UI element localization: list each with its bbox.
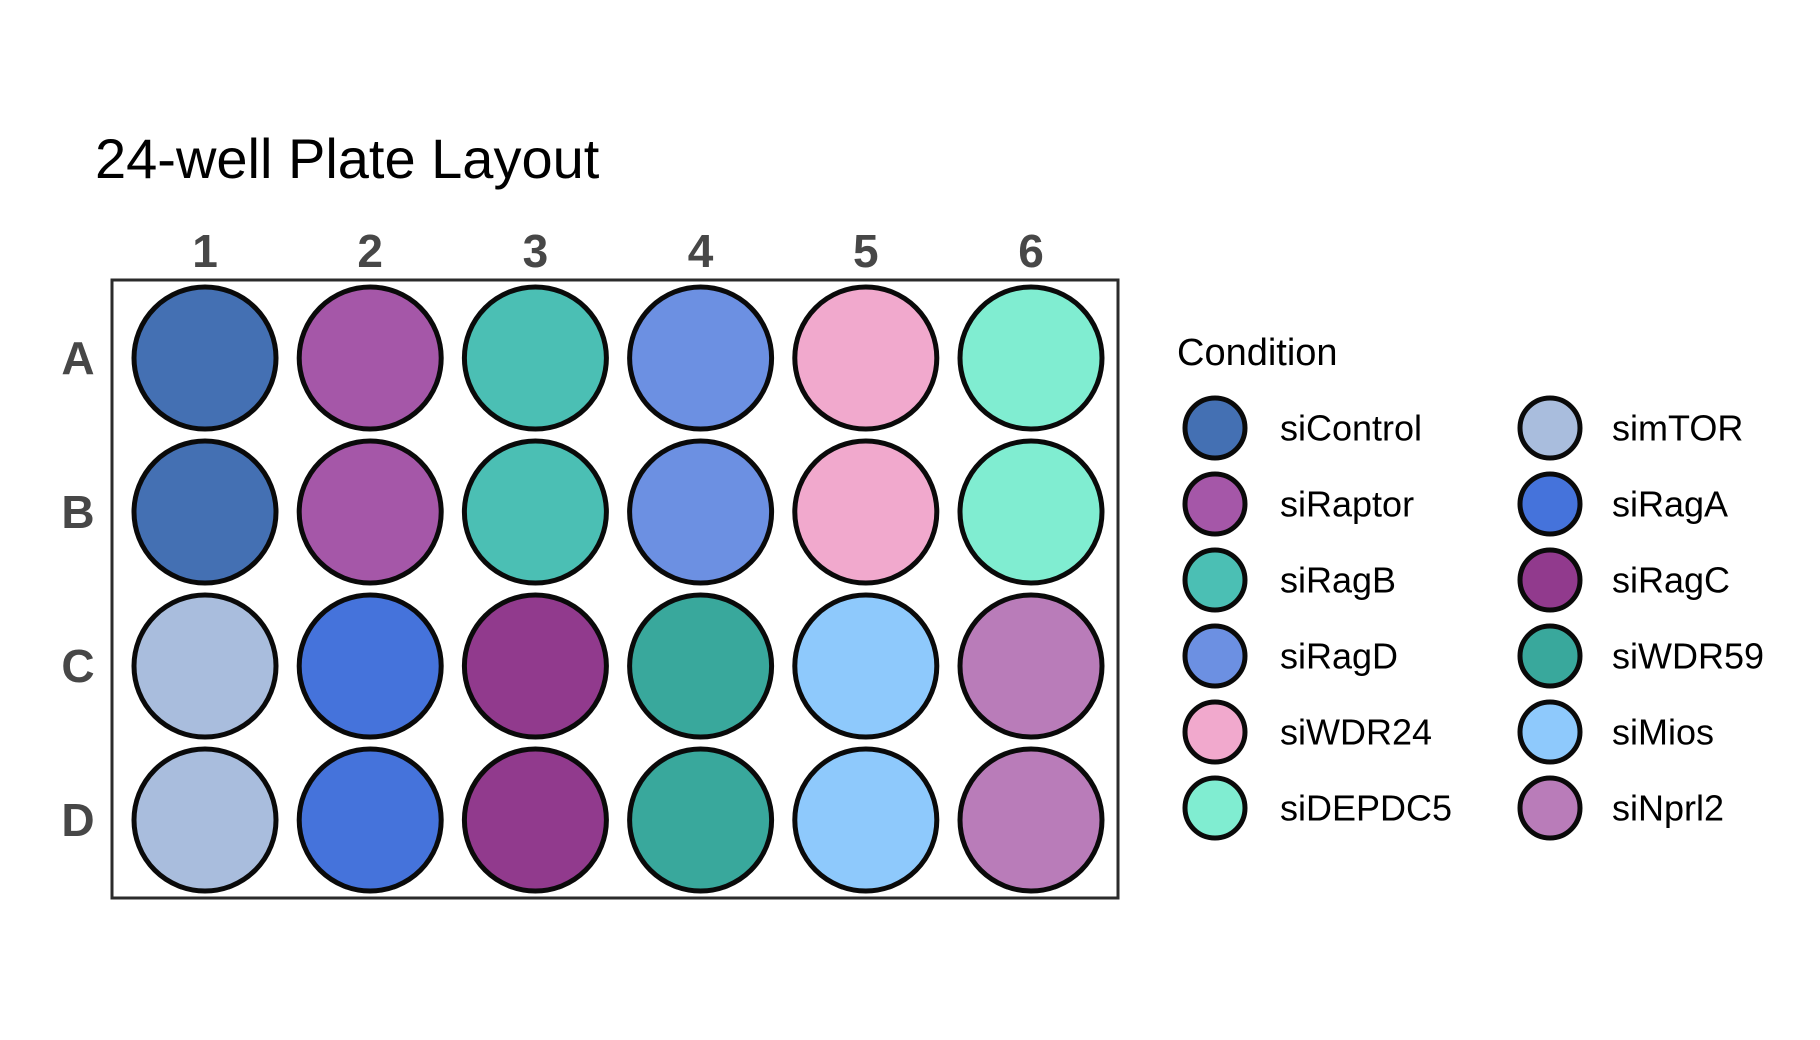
legend-label-siRagB: siRagB	[1280, 560, 1396, 601]
well-A5-siWDR24	[792, 284, 940, 432]
row-label-D: D	[61, 794, 94, 846]
legend-label-siRagD: siRagD	[1280, 636, 1398, 677]
well-D1-simTOR	[131, 746, 279, 894]
row-label-B: B	[61, 486, 94, 538]
chart-title: 24-well Plate Layout	[95, 127, 600, 190]
well-C3-siRagC	[461, 592, 609, 740]
legend-label-siWDR59: siWDR59	[1612, 636, 1764, 677]
well-A2-siRaptor	[296, 284, 444, 432]
legend-label-siDEPDC5: siDEPDC5	[1280, 788, 1452, 829]
well-D2-siRagA	[296, 746, 444, 894]
plate-border	[110, 278, 1120, 900]
column-label-5: 5	[853, 225, 879, 277]
legend-swatch-siRaptor	[1182, 471, 1248, 537]
well-B1-siControl	[131, 438, 279, 586]
well-D5-siMios	[792, 746, 940, 894]
legend-swatch-siMios	[1517, 699, 1583, 765]
legend-swatch-siControl	[1182, 395, 1248, 461]
well-B3-siRagB	[461, 438, 609, 586]
legend-label-simTOR: simTOR	[1612, 408, 1743, 449]
legend-swatch-siRagD	[1182, 623, 1248, 689]
legend: Condition siControlsiRaptorsiRagBsiRagDs…	[1177, 332, 1764, 841]
legend-label-siRagA: siRagA	[1612, 484, 1728, 525]
wells-grid	[131, 284, 1105, 894]
well-B5-siWDR24	[792, 438, 940, 586]
column-label-6: 6	[1018, 225, 1044, 277]
column-label-2: 2	[357, 225, 383, 277]
legend-swatch-simTOR	[1517, 395, 1583, 461]
well-C5-siMios	[792, 592, 940, 740]
column-label-1: 1	[192, 225, 218, 277]
well-A3-siRagB	[461, 284, 609, 432]
well-B4-siRagD	[627, 438, 775, 586]
legend-label-siRaptor: siRaptor	[1280, 484, 1414, 525]
column-labels: 1 2 3 4 5 6	[192, 225, 1044, 277]
well-A4-siRagD	[627, 284, 775, 432]
well-C4-siWDR59	[627, 592, 775, 740]
legend-swatch-siRagC	[1517, 547, 1583, 613]
legend-label-siRagC: siRagC	[1612, 560, 1730, 601]
legend-swatch-siRagB	[1182, 547, 1248, 613]
column-label-3: 3	[523, 225, 549, 277]
legend-label-siWDR24: siWDR24	[1280, 712, 1432, 753]
legend-label-siMios: siMios	[1612, 712, 1714, 753]
legend-swatch-siNprl2	[1517, 775, 1583, 841]
well-A6-siDEPDC5	[957, 284, 1105, 432]
well-A1-siControl	[131, 284, 279, 432]
well-D6-siNprl2	[957, 746, 1105, 894]
legend-swatch-siRagA	[1517, 471, 1583, 537]
well-B6-siDEPDC5	[957, 438, 1105, 586]
well-C1-simTOR	[131, 592, 279, 740]
well-B2-siRaptor	[296, 438, 444, 586]
well-C2-siRagA	[296, 592, 444, 740]
well-D4-siWDR59	[627, 746, 775, 894]
row-label-A: A	[61, 332, 94, 384]
legend-swatch-siDEPDC5	[1182, 775, 1248, 841]
legend-label-siControl: siControl	[1280, 408, 1422, 449]
legend-title: Condition	[1177, 332, 1338, 374]
row-label-C: C	[61, 640, 94, 692]
row-labels: A B C D	[61, 332, 94, 846]
column-label-4: 4	[688, 225, 714, 277]
legend-label-siNprl2: siNprl2	[1612, 788, 1724, 829]
legend-swatch-siWDR24	[1182, 699, 1248, 765]
well-C6-siNprl2	[957, 592, 1105, 740]
legend-swatch-siWDR59	[1517, 623, 1583, 689]
well-D3-siRagC	[461, 746, 609, 894]
legend-entries: siControl siRaptor siRagB siRagD siWDR24 siDE…	[1182, 395, 1764, 841]
